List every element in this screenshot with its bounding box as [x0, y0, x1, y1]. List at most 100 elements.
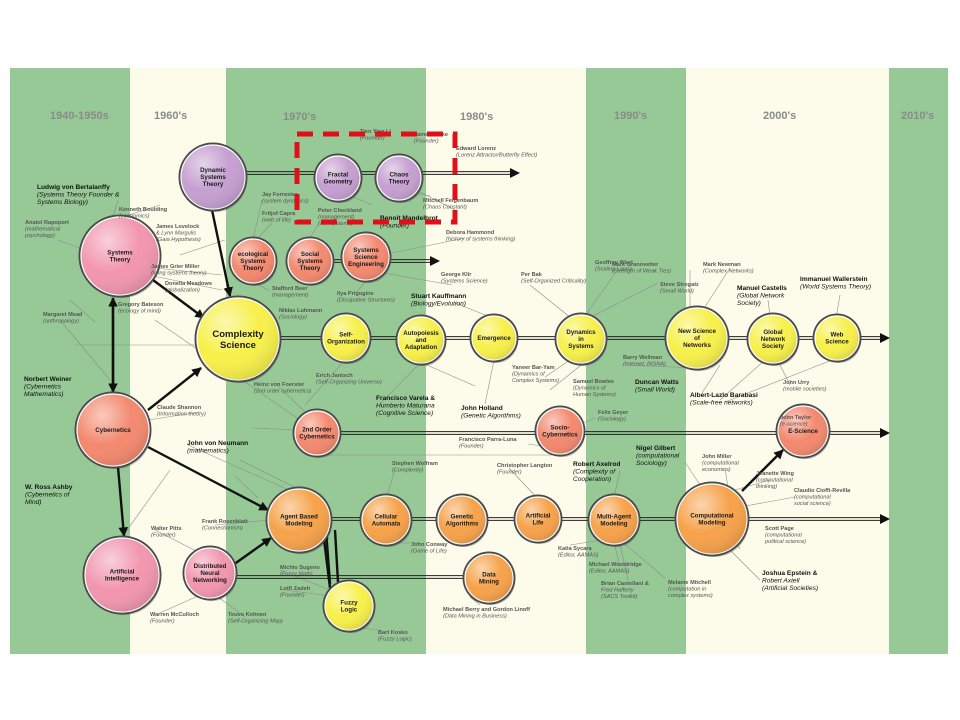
person-name: Lotfi Zadeh — [280, 586, 311, 592]
person-note: (Cognitive Science) — [376, 410, 433, 417]
influence-line — [569, 539, 603, 546]
node-label: Modeling — [600, 521, 627, 528]
person-note: (management) — [272, 292, 309, 298]
person-newman: Mark Newman(Complex Networks) — [703, 262, 754, 274]
node-label: Geometry — [324, 179, 353, 186]
influence-line — [701, 364, 721, 394]
person-urry: John Urry(mobile societies) — [783, 380, 827, 392]
person-note: (Scaling Laws) — [595, 266, 632, 272]
person-note: (ecology of mind) — [118, 308, 161, 314]
node-label: Chaos — [390, 172, 409, 179]
influence-line — [419, 361, 476, 387]
person-note: (Chaos Constant) — [423, 204, 467, 210]
era-band-2010s — [889, 68, 948, 654]
node-shine — [465, 554, 513, 602]
influence-line — [779, 364, 791, 386]
node-label: Self- — [339, 332, 352, 339]
node-label: E-Science — [788, 428, 818, 435]
influence-arrow — [116, 466, 129, 537]
node-label: Networks — [683, 342, 711, 349]
person-note: (Founder) — [151, 532, 176, 538]
person-note: (Founder) — [280, 592, 305, 598]
person-wallerstein: Immanuel Wallerstein(World Systems Theor… — [800, 276, 871, 291]
node-selforg: Self-Organization — [320, 312, 372, 364]
node-label: Automata — [372, 521, 401, 528]
node-label: Science — [354, 254, 378, 261]
person-note: (Artificial Societies) — [762, 585, 818, 592]
person-name: Felix Geyer — [598, 410, 629, 416]
person-rosenblatt: Frank Rosenblatt(Connectionism) — [202, 519, 248, 531]
node-label: Systems — [107, 250, 133, 257]
person-name: Michael Wooldridge — [589, 562, 642, 568]
influence-line — [529, 284, 572, 319]
person-varela: Francisco Varela &Humberto Maturana(Cogn… — [376, 395, 435, 417]
person-name: Nigel Gilbert — [636, 445, 676, 452]
person-note: (Founder) — [414, 138, 439, 144]
influence-line — [147, 274, 223, 291]
person-note: (Genetic Algorithms) — [461, 413, 521, 420]
person-castellani: Brian Castellani &Fred Hafferty(SACS Too… — [601, 581, 649, 600]
node-shine — [295, 411, 339, 455]
node-label: Complexity — [212, 329, 264, 340]
influence-line — [377, 271, 453, 286]
person-note: (computational — [756, 477, 793, 483]
influence-line — [584, 271, 617, 317]
person-note: (Complexity) — [392, 467, 424, 473]
node-label: Systems — [568, 343, 594, 350]
node-shine — [323, 315, 369, 361]
person-prigogine: Ilya Prigogine(Dissipative Structures) — [337, 291, 395, 303]
node-shine — [749, 315, 797, 363]
person-note: Mind) — [25, 499, 42, 506]
node-shine — [438, 496, 486, 544]
person-note: (Small World) — [660, 288, 694, 294]
person-note: (Founder) — [497, 469, 522, 475]
person-conway: John Conway(Game of Life) — [411, 542, 448, 554]
node-label: Genetic — [451, 514, 474, 521]
person-note: (mobile societies) — [783, 386, 827, 392]
person-name: John Miller — [702, 454, 732, 460]
influence-arrow — [147, 367, 202, 411]
era-heading: 1960's — [154, 110, 187, 122]
person-name: Stuart Kauffmann — [411, 293, 466, 300]
influence-line — [508, 467, 539, 500]
person-note: Humberto Maturana — [376, 403, 435, 410]
person-name: Robert Axelrod — [573, 461, 620, 468]
node-emergence: Emergence — [469, 313, 519, 363]
person-name: Ludwig von Bertalanffy — [37, 184, 110, 191]
influence-line — [59, 319, 111, 381]
influence-line — [544, 359, 571, 378]
influence-line — [469, 596, 481, 606]
person-note: (Fuzzy Math) — [280, 571, 313, 577]
node-label: Engineering — [348, 261, 384, 268]
person-hammond: Debora Hammond(history of systems thinki… — [446, 230, 515, 242]
person-klir: George Klir(Systems Science) — [441, 272, 488, 284]
influence-line — [619, 539, 666, 579]
node-label: and — [415, 337, 426, 344]
node-socio: Socio-Cybernetics — [534, 405, 586, 457]
node-shine — [778, 406, 828, 456]
person-capra: Fritjof Capra(web of life) — [262, 211, 296, 223]
node-label: Algorithms — [446, 521, 479, 528]
node-label: Emergence — [477, 335, 511, 342]
node-label: Agent Based — [280, 514, 318, 521]
influence-line — [592, 282, 659, 317]
influence-line — [154, 267, 223, 276]
person-name: John von Neumann — [187, 440, 248, 447]
influence-line — [379, 361, 422, 405]
person-wellman: Barry Wellman(Internet, INSNA) — [623, 355, 666, 367]
influence-line — [214, 519, 271, 526]
node-label: Organization — [327, 339, 365, 346]
influence-line — [154, 529, 201, 554]
node-label: Adaptation — [405, 344, 438, 351]
person-note: (Global Network — [737, 293, 785, 300]
node-cybernetics: Cybernetics — [74, 391, 152, 469]
node-shine — [181, 145, 245, 209]
person-foerster: Heinz von Foerster(2nd order cybernetics… — [254, 382, 312, 394]
person-note: (Game of Life) — [411, 548, 447, 554]
person-note: (Internet, INSNA) — [623, 361, 666, 367]
